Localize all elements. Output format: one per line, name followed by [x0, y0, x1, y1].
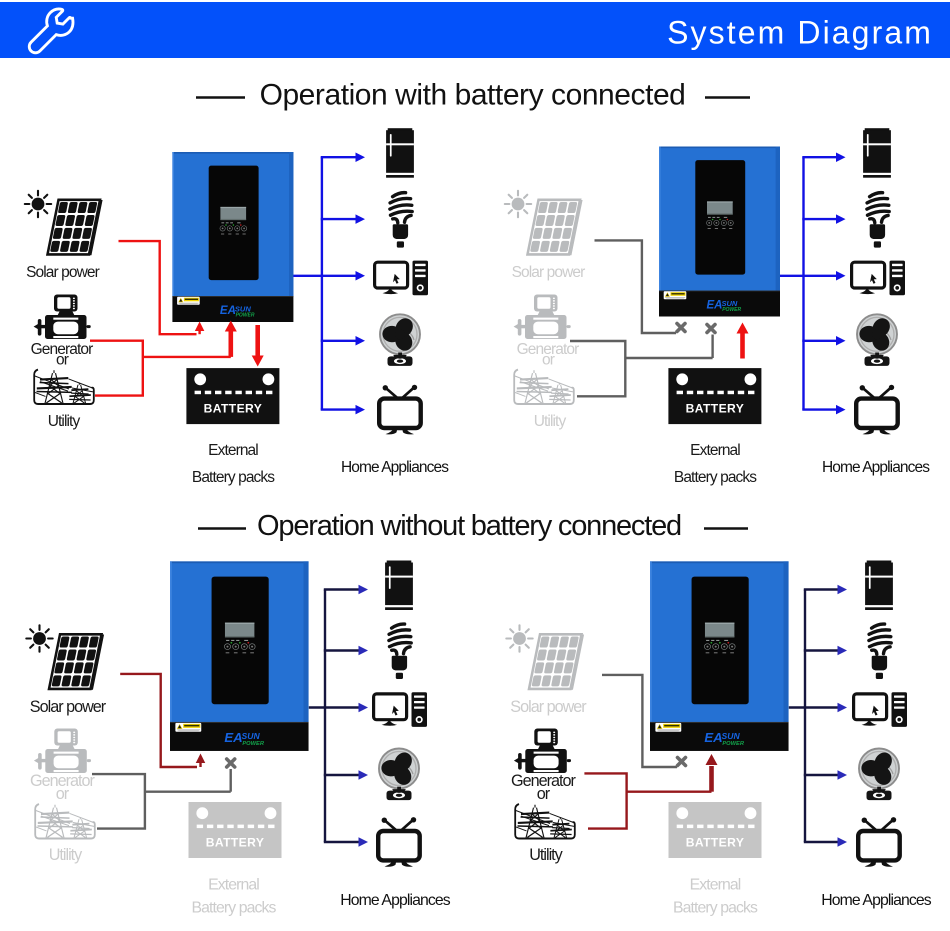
svg-text:Utility: Utility	[49, 846, 83, 864]
svg-text:Battery packs: Battery packs	[192, 469, 275, 486]
svg-text:Operation without battery conn: Operation without battery connected	[257, 510, 681, 542]
svg-text:or: or	[542, 352, 555, 369]
svg-text:Utility: Utility	[529, 846, 563, 864]
svg-text:Home Appliances: Home Appliances	[340, 892, 450, 909]
svg-text:Generator: Generator	[31, 341, 93, 358]
svg-text:Battery packs: Battery packs	[192, 900, 277, 917]
svg-text:Home Appliances: Home Appliances	[341, 459, 449, 476]
svg-text:Solar power: Solar power	[30, 698, 107, 716]
svg-text:Utility: Utility	[534, 413, 567, 430]
svg-text:External: External	[690, 442, 740, 459]
svg-text:Generator: Generator	[517, 341, 579, 358]
svg-text:Generator: Generator	[30, 772, 95, 790]
svg-text:Home Appliances: Home Appliances	[821, 892, 931, 909]
svg-text:External: External	[208, 442, 258, 459]
svg-text:or: or	[56, 352, 69, 369]
svg-text:Utility: Utility	[48, 413, 81, 430]
svg-text:Solar power: Solar power	[510, 698, 587, 716]
svg-text:Operation with battery connect: Operation with battery connected	[260, 79, 686, 112]
svg-text:Battery packs: Battery packs	[674, 469, 757, 486]
svg-text:Solar power: Solar power	[26, 264, 100, 281]
svg-text:Solar power: Solar power	[512, 264, 586, 281]
svg-text:External: External	[690, 877, 741, 894]
svg-text:Home Appliances: Home Appliances	[822, 459, 930, 476]
svg-text:Battery packs: Battery packs	[673, 900, 758, 917]
svg-text:or: or	[56, 785, 70, 803]
svg-text:or: or	[537, 785, 551, 803]
svg-text:System Diagram: System Diagram	[667, 15, 933, 51]
svg-text:Generator: Generator	[511, 772, 576, 790]
svg-text:External: External	[208, 877, 259, 894]
